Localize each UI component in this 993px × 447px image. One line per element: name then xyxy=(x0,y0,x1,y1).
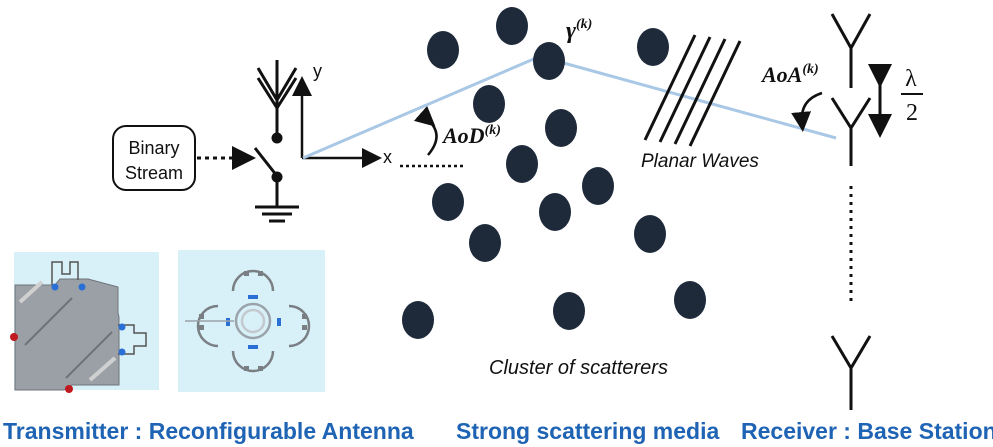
scatterer xyxy=(634,215,666,253)
scatterer xyxy=(506,145,538,183)
scatterer xyxy=(427,31,459,69)
cluster-label: Cluster of scatterers xyxy=(489,357,668,379)
aod-angle-arrow xyxy=(413,105,438,156)
receive-antenna-icon xyxy=(830,13,872,88)
aoa-label: AoA(k) xyxy=(760,62,819,87)
scatterer xyxy=(432,183,464,221)
receive-antenna-icon xyxy=(830,97,872,166)
binary-stream-label-2: Stream xyxy=(125,163,183,183)
axis-y-label: y xyxy=(313,61,322,81)
rf-switch xyxy=(253,60,299,223)
scatterer-cluster xyxy=(402,7,706,339)
transmit-antenna-icon xyxy=(256,67,298,103)
receiver-antenna-array xyxy=(830,13,872,410)
caption-media: Strong scattering media xyxy=(456,418,719,444)
scatterer xyxy=(402,301,434,339)
planar-waves-icon xyxy=(643,34,742,147)
scatterer xyxy=(553,292,585,330)
scatterer xyxy=(469,224,501,262)
scatterer xyxy=(533,42,565,80)
binary-stream-box: Binary Stream xyxy=(112,125,196,191)
scatterer xyxy=(582,167,614,205)
scatterer xyxy=(637,28,669,66)
spacing-numerator: λ xyxy=(905,66,917,92)
axis-x-label: x xyxy=(383,147,392,167)
binary-stream-label-1: Binary xyxy=(128,138,179,158)
scatterer xyxy=(674,281,706,319)
local-axes xyxy=(292,76,382,168)
aoa-angle-arrow xyxy=(791,91,823,132)
scatterer xyxy=(496,7,528,45)
propagation-ray xyxy=(302,56,837,160)
caption-receiver: Receiver : Base Station xyxy=(741,418,993,444)
aod-label: AoD(k) xyxy=(441,123,501,148)
reconfigurable-antenna-image-1 xyxy=(10,252,159,393)
caption-transmitter: Transmitter : Reconfigurable Antenna xyxy=(3,418,414,444)
spacing-denominator: 2 xyxy=(906,100,918,126)
scatterer xyxy=(545,109,577,147)
reconfigurable-antenna-image-2 xyxy=(178,250,325,392)
receive-antenna-icon xyxy=(830,335,872,410)
gamma-label: γ(k) xyxy=(566,17,592,44)
scatterer xyxy=(473,85,505,123)
scatterer xyxy=(539,193,571,231)
planar-waves-label: Planar Waves xyxy=(641,151,759,172)
